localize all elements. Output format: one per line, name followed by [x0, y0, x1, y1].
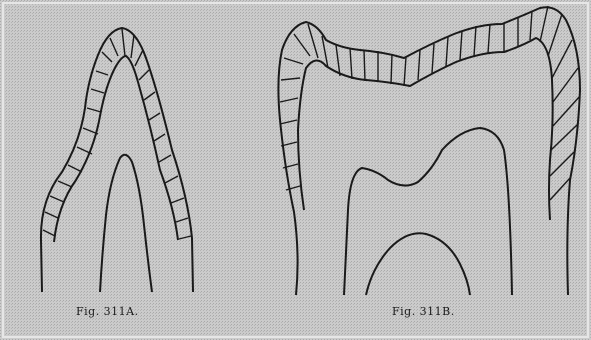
figure-311a-caption: Fig. 311A. — [76, 305, 139, 318]
figure-311b-caption: Fig. 311B. — [392, 305, 455, 318]
